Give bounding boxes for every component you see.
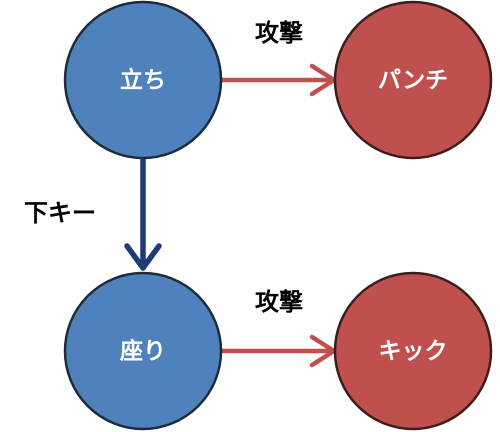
node-sit: 座り <box>63 271 223 431</box>
edge-sit-to-kick <box>220 334 337 368</box>
node-stand: 立ち <box>63 0 223 160</box>
node-sit-circle <box>63 271 223 431</box>
node-punch-circle <box>333 0 493 160</box>
edge-stand-to-sit-label: 下キー <box>24 199 96 227</box>
node-kick-circle <box>333 271 493 431</box>
node-stand-circle <box>63 0 223 160</box>
edge-sit-to-kick-label: 攻撃 <box>255 288 303 316</box>
edge-stand-to-sit-arrowhead <box>124 243 162 271</box>
node-punch-label: パンチ <box>378 68 448 94</box>
node-punch: パンチ <box>333 0 493 160</box>
node-sit-label: 座り <box>120 338 166 365</box>
node-stand-label: 立ち <box>120 67 166 94</box>
edge-stand-to-punch <box>220 63 337 97</box>
edge-stand-to-sit <box>124 158 162 271</box>
node-kick: キック <box>333 271 493 431</box>
node-kick-label: キック <box>379 339 448 365</box>
edge-stand-to-punch-label: 攻撃 <box>255 19 303 47</box>
